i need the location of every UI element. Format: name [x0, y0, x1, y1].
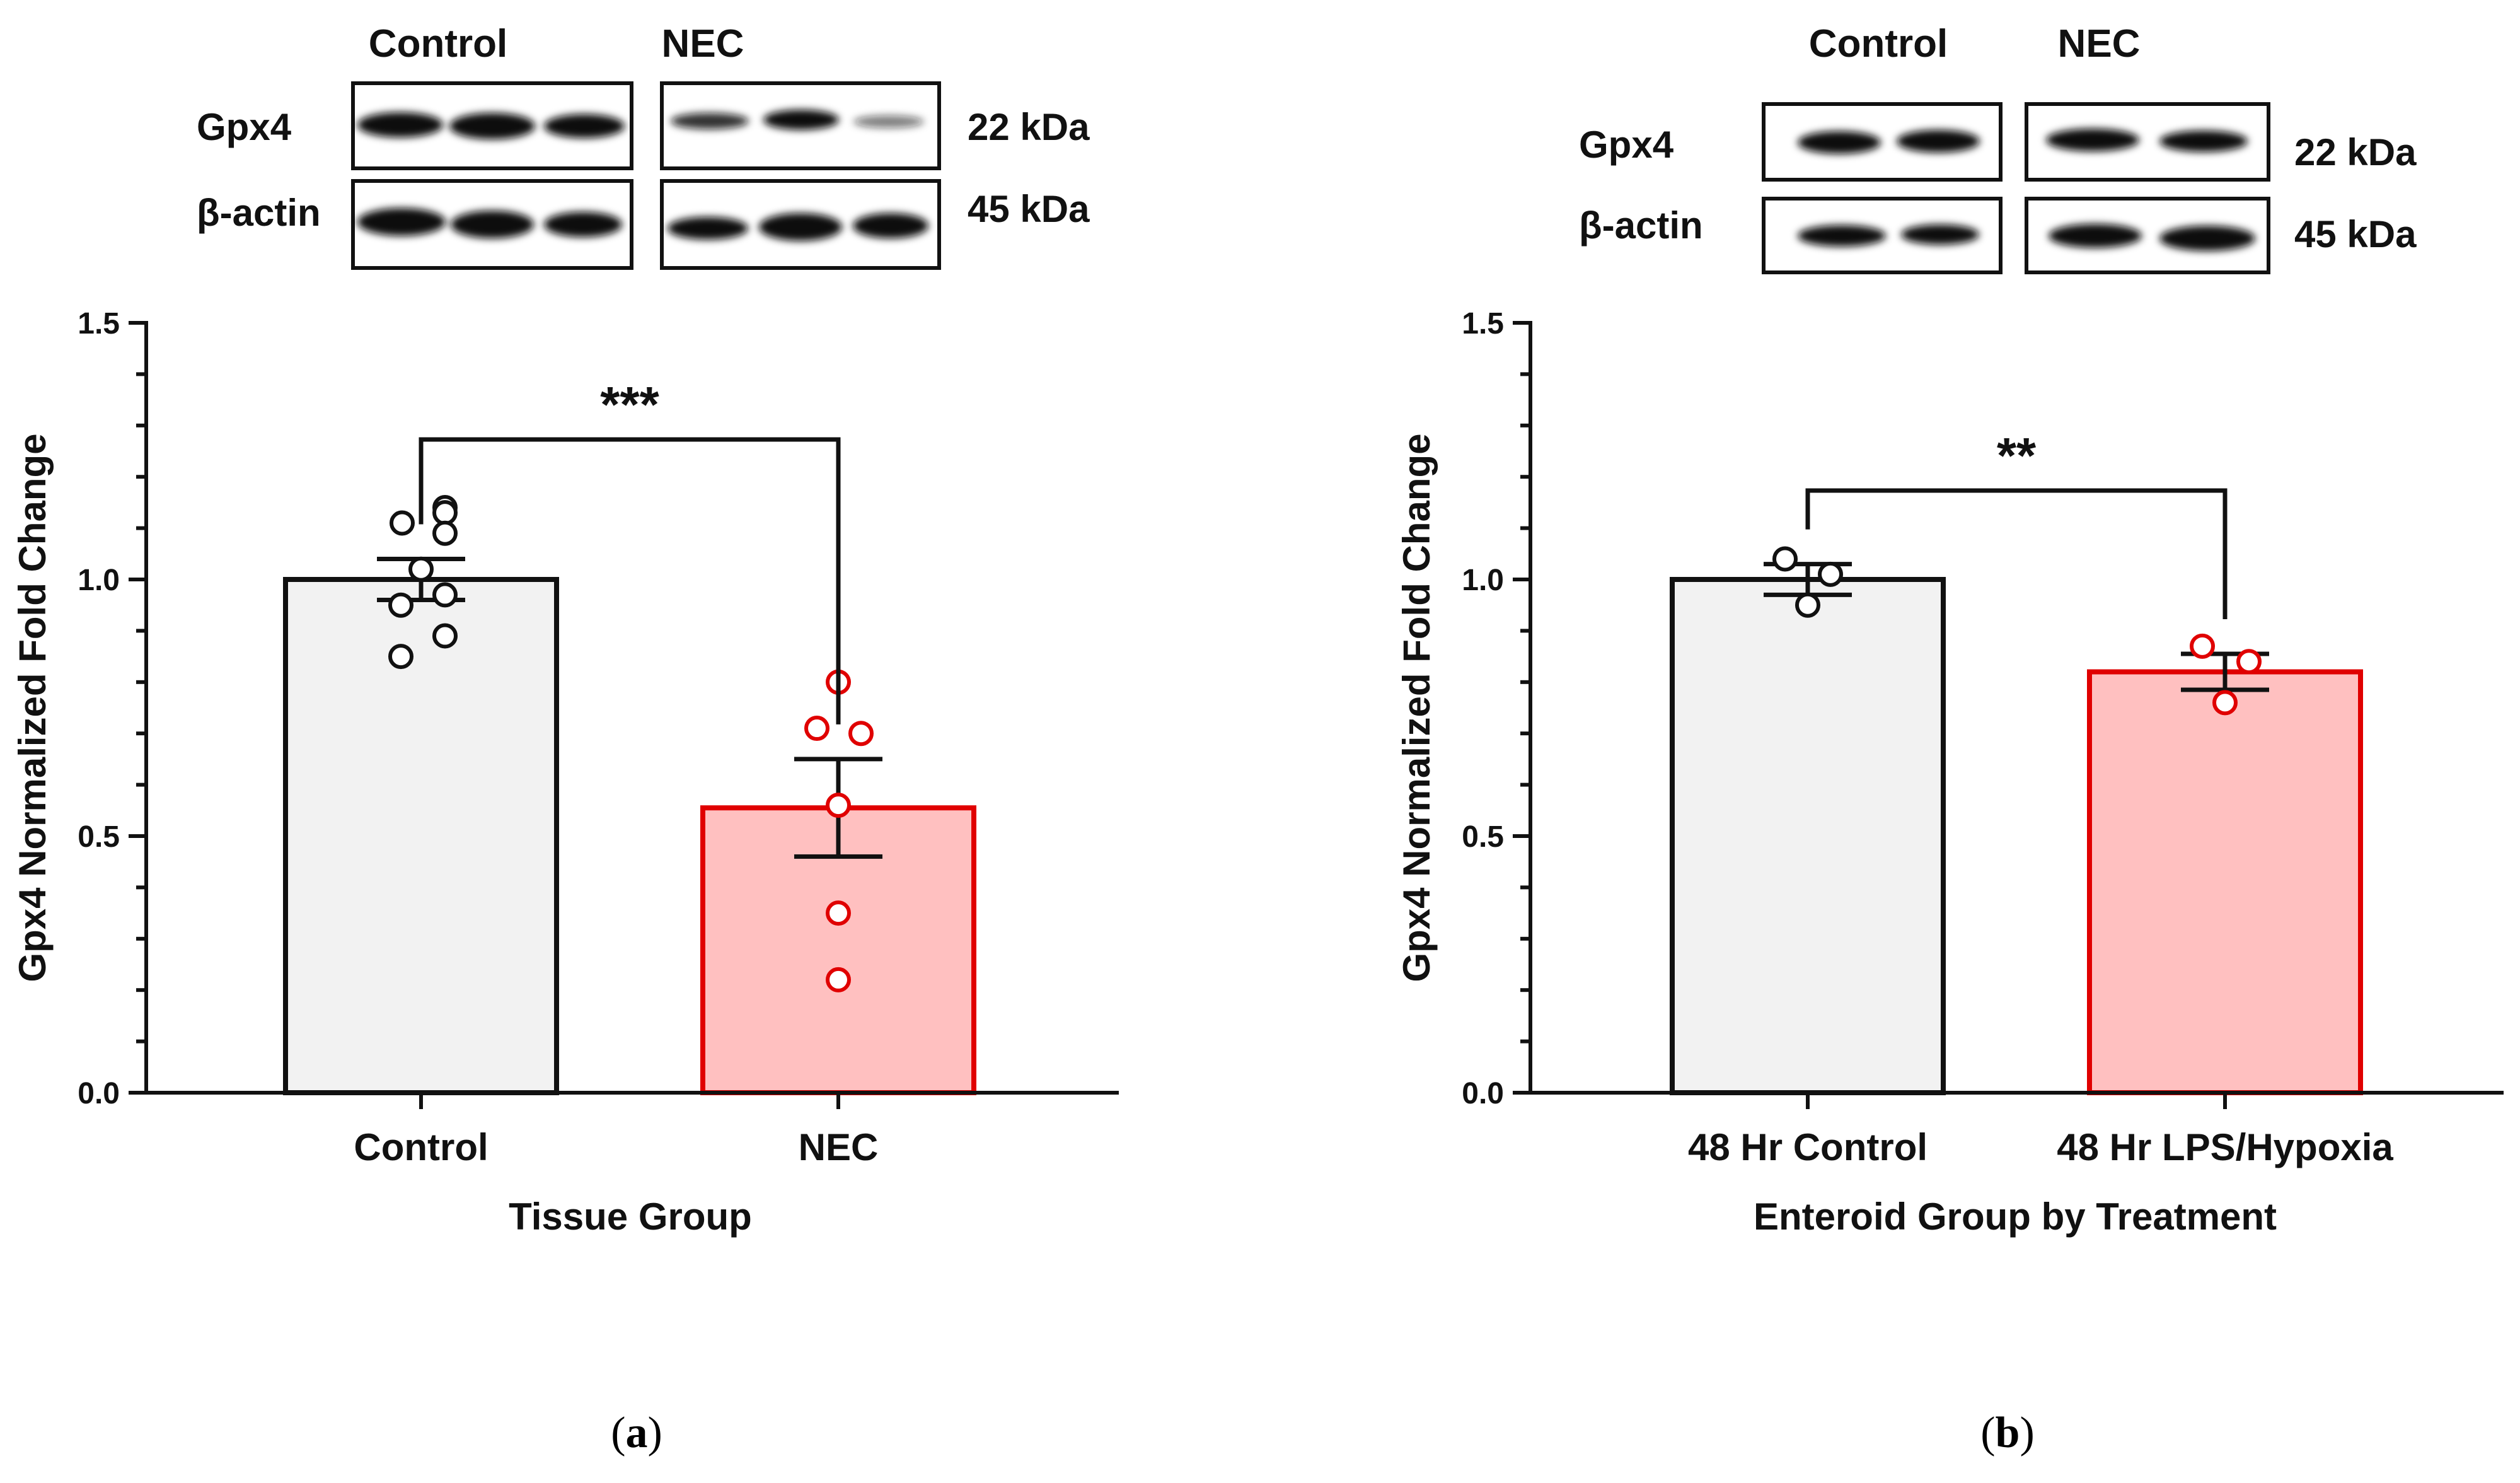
blot-gpx4-control	[1762, 102, 2003, 182]
y-tick-label: 0.0	[78, 1077, 120, 1110]
data-point	[432, 582, 458, 608]
data-point	[826, 900, 851, 926]
data-point	[388, 592, 413, 618]
y-tick-label: 1.5	[78, 307, 120, 340]
y-tick-label: 0.0	[1462, 1077, 1504, 1110]
x-axis-title: Enteroid Group by Treatment	[1754, 1195, 2277, 1238]
blot-row-label-gpx4: Gpx4	[1579, 124, 1674, 166]
significance-bracket	[419, 437, 841, 724]
y-tick-label: 1.0	[1462, 564, 1504, 597]
blot-header-nec: NEC	[662, 22, 744, 66]
blot-actin-nec	[660, 179, 941, 270]
blot-row-label-gpx4: Gpx4	[197, 106, 292, 148]
data-point	[2190, 633, 2215, 659]
y-axis-title: Gpx4 Normalized Fold Change	[11, 433, 54, 982]
blot-size-45kda: 45 kDa	[968, 188, 1090, 230]
panel-caption-b: (b)	[1980, 1409, 2035, 1457]
blot-actin-nec	[2025, 197, 2270, 274]
data-point	[432, 500, 458, 526]
bar-control	[283, 577, 559, 1095]
x-axis-title: Tissue Group	[509, 1195, 752, 1238]
data-point	[826, 967, 851, 992]
data-point	[432, 623, 458, 649]
data-point	[1795, 592, 1820, 618]
x-tick-label: 48 Hr LPS/Hypoxia	[2057, 1126, 2393, 1168]
blot-header-nec: NEC	[2058, 22, 2141, 66]
data-point	[2236, 649, 2262, 675]
data-point	[408, 556, 434, 582]
significance-bracket	[1805, 488, 2228, 620]
y-axis-title: Gpx4 Normalized Fold Change	[1396, 433, 1438, 982]
bar-chart-b: 0.0 0.5 1.0 1.5 48 Hr Control 48 Hr LPS/Hypox…	[1396, 307, 2504, 1238]
data-point	[826, 793, 851, 818]
x-tick-label: Control	[354, 1126, 488, 1168]
blot-row-label-actin: β-actin	[1579, 204, 1703, 247]
blot-row-label-actin: β-actin	[197, 192, 321, 234]
blot-gpx4-nec	[660, 81, 941, 170]
blot-size-22kda: 22 kDa	[968, 106, 1090, 148]
data-point	[432, 520, 458, 546]
blot-actin-control	[351, 179, 633, 270]
y-tick-label: 0.5	[78, 820, 120, 854]
blot-size-45kda: 45 kDa	[2294, 213, 2417, 255]
blot-header-control: Control	[369, 22, 507, 66]
data-point	[848, 721, 874, 747]
data-point	[2212, 690, 2238, 716]
y-tick-label: 1.0	[78, 564, 120, 597]
data-point	[390, 510, 415, 536]
bar-treatment	[2087, 669, 2363, 1095]
significance-label: **	[1997, 427, 2037, 484]
blot-actin-control	[1762, 197, 2003, 274]
blot-size-22kda: 22 kDa	[2294, 131, 2417, 173]
y-tick-label: 1.5	[1462, 307, 1504, 340]
x-tick-label: 48 Hr Control	[1688, 1126, 1928, 1168]
blot-gpx4-nec	[2025, 102, 2270, 182]
blot-b: Control NEC Gpx4 β-actin 22 kDa 45 kDa	[1579, 22, 2417, 274]
panel-b: Control NEC Gpx4 β-actin 22 kDa 45 kDa	[1396, 22, 2504, 1457]
data-point	[804, 716, 829, 742]
blot-gpx4-control	[351, 81, 633, 170]
panel-caption-a: (a)	[611, 1409, 662, 1457]
significance-label: ***	[600, 376, 659, 433]
blot-header-control: Control	[1809, 22, 1948, 66]
x-tick-label: NEC	[799, 1126, 879, 1168]
bar-control	[1670, 577, 1946, 1095]
panel-a: Control NEC Gpx4 β-actin 22 kDa 45 kDa	[11, 22, 1119, 1457]
data-point	[1772, 546, 1798, 572]
blot-a: Control NEC Gpx4 β-actin 22 kDa 45 kDa	[197, 22, 1090, 270]
data-point	[1818, 561, 1843, 587]
data-point	[388, 644, 413, 670]
y-tick-label: 0.5	[1462, 820, 1504, 854]
